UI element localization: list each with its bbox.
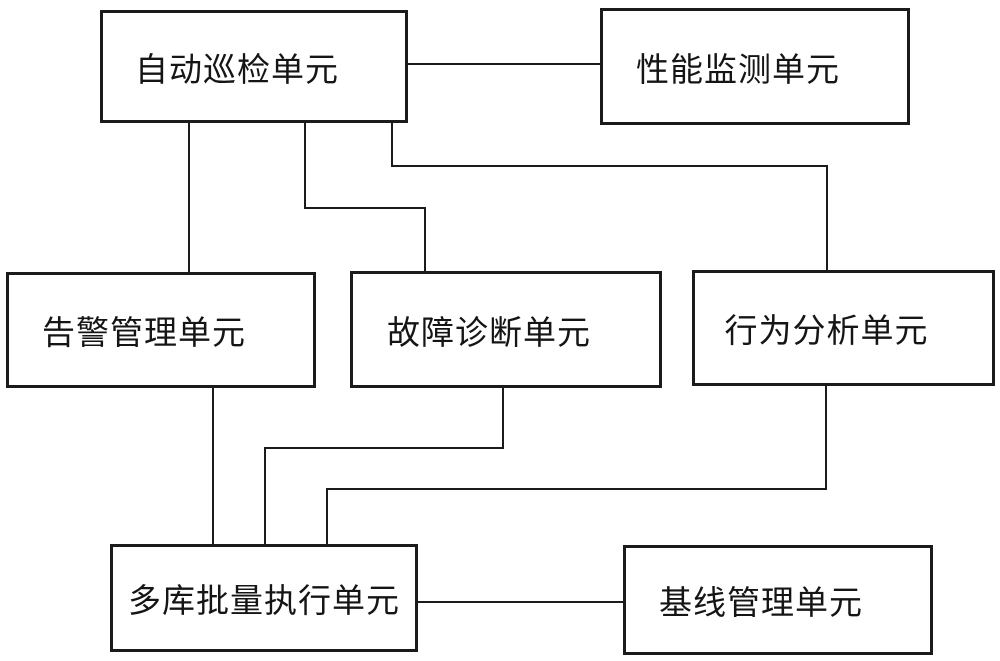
node-fault-diagnosis-label: 故障诊断单元 (387, 313, 591, 351)
edge-auto-inspection-to-fault-diagnosis-seg3 (424, 207, 426, 271)
edge-behavior-analysis-to-multi-db-batch-execution-seg1 (825, 386, 827, 490)
node-fault-diagnosis: 故障诊断单元 (350, 271, 662, 388)
edge-auto-inspection-to-behavior-analysis-seg1 (391, 123, 393, 167)
node-alarm-management: 告警管理单元 (6, 272, 316, 388)
edge-fault-diagnosis-to-multi-db-batch-execution-seg1 (502, 388, 504, 449)
edge-fault-diagnosis-to-multi-db-batch-execution-seg2 (264, 447, 504, 449)
edge-auto-inspection-to-alarm-management (188, 123, 190, 272)
node-auto-inspection: 自动巡检单元 (100, 10, 408, 123)
edge-auto-inspection-to-fault-diagnosis-seg1 (304, 123, 306, 209)
edge-auto-inspection-to-performance-monitoring (408, 63, 600, 65)
node-alarm-management-label: 告警管理单元 (42, 314, 246, 351)
node-auto-inspection-label: 自动巡检单元 (135, 50, 339, 88)
edge-alarm-management-to-multi-db-batch-execution (212, 388, 214, 544)
node-multi-db-batch-execution: 多库批量执行单元 (110, 544, 418, 652)
node-multi-db-batch-execution-label: 多库批量执行单元 (128, 582, 400, 619)
edge-multi-db-batch-execution-to-baseline-management (418, 601, 623, 603)
edge-auto-inspection-to-behavior-analysis-seg3 (826, 165, 828, 270)
edge-behavior-analysis-to-multi-db-batch-execution-seg2 (326, 488, 827, 490)
node-baseline-management: 基线管理单元 (623, 545, 933, 655)
node-behavior-analysis-label: 行为分析单元 (724, 312, 929, 349)
node-baseline-management-label: 基线管理单元 (659, 584, 863, 621)
node-behavior-analysis: 行为分析单元 (692, 270, 995, 386)
node-performance-monitoring-label: 性能监测单元 (636, 50, 840, 88)
edge-auto-inspection-to-fault-diagnosis-seg2 (304, 207, 426, 209)
edge-auto-inspection-to-behavior-analysis-seg2 (391, 165, 828, 167)
edge-behavior-analysis-to-multi-db-batch-execution-seg3 (326, 488, 328, 544)
edge-fault-diagnosis-to-multi-db-batch-execution-seg3 (264, 447, 266, 544)
node-performance-monitoring: 性能监测单元 (600, 8, 910, 125)
